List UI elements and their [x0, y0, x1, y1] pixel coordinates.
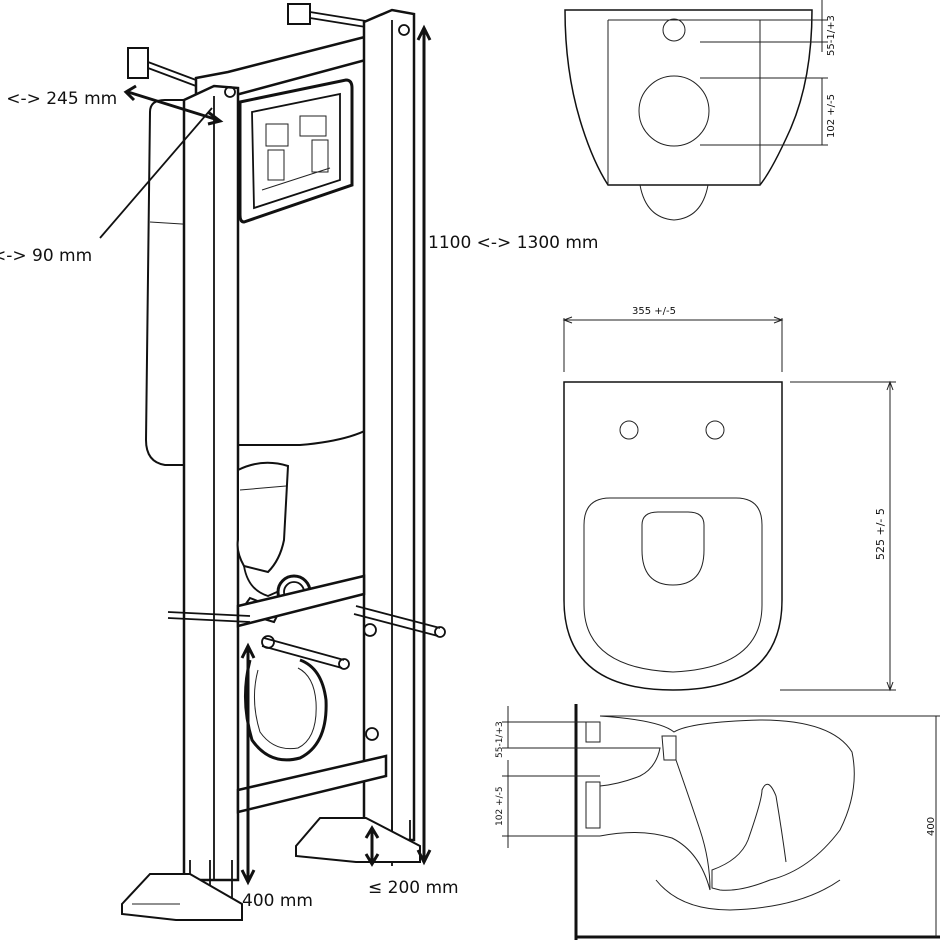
label-bottom-height: 400 mm — [242, 891, 313, 911]
label-height-range: 1100 <-> 1300 mm — [428, 233, 598, 253]
label-side-upper-offset: 55-1/+3 — [495, 721, 505, 758]
frame-post-left — [182, 84, 240, 910]
frame-post-right — [362, 8, 416, 866]
bowl-plan-view: 355 +/-5 525 +/- 5 — [562, 306, 896, 692]
mounting-rods — [167, 605, 446, 741]
dimension-arrows — [99, 24, 432, 886]
label-rear-upper-offset: 55-1/+3 — [826, 15, 837, 56]
label-plan-width: 355 +/-5 — [632, 306, 676, 317]
label-plan-length: 525 +/- 5 — [874, 508, 887, 560]
wall-bracket-left — [127, 47, 197, 87]
label-foot-height: ≤ 200 mm — [368, 878, 459, 898]
frame-foot-left — [121, 873, 243, 921]
installation-frame: 0 <-> 245 mm <-> 90 mm 1100 <-> 1300 mm … — [0, 3, 598, 921]
label-rear-center-offset: 102 +/-5 — [826, 94, 837, 138]
label-side-center-offset: 102 +/-5 — [495, 786, 505, 826]
label-frame-depth: <-> 90 mm — [0, 246, 92, 266]
label-depth-range: 0 <-> 245 mm — [0, 89, 117, 109]
wall-bracket-right — [287, 3, 373, 29]
bowl-side-section: 55-1/+3 102 +/-5 400 — [495, 704, 940, 940]
bowl-rear-view: 55-1/+3 102 +/-5 — [564, 0, 837, 221]
coil-bracket — [244, 658, 328, 762]
label-side-height: 400 — [926, 817, 937, 836]
flush-plate-opening — [238, 78, 354, 224]
